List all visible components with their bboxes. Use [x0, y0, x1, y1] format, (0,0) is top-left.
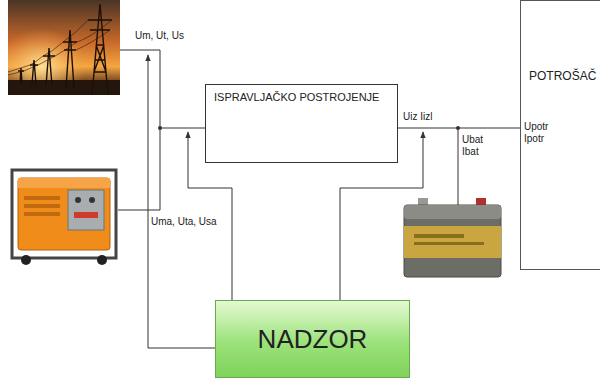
- illustration-part: [414, 234, 464, 238]
- illustration-part: [24, 204, 60, 208]
- illustration-part: [118, 50, 160, 210]
- illustration-part: [43, 48, 55, 86]
- illustration-part: [24, 212, 60, 216]
- signal-name: Um, Ut, Us: [135, 30, 184, 42]
- illustration-part: [18, 178, 110, 188]
- monitor-box: NADZOR: [215, 300, 410, 378]
- illustration-part: [18, 178, 110, 250]
- load-box: POTROŠAČ Upotr Ipotr: [520, 0, 600, 270]
- illustration-part: [30, 60, 38, 84]
- wire-connector: [398, 128, 520, 129]
- illustration-part: [8, 20, 88, 72]
- illustration-part: [404, 205, 501, 219]
- illustration-part: [8, 20, 112, 75]
- illustration-part: [8, 80, 120, 95]
- illustration-part: [160, 128, 205, 129]
- box-title: NADZOR: [258, 324, 368, 354]
- process-box: ISPRAVLJAČKO POSTROJENJE: [205, 84, 398, 163]
- box-title: ISPRAVLJAČKO POSTROJENJE: [214, 91, 379, 104]
- illustration-part: [18, 4, 112, 95]
- illustration-part: [21, 255, 31, 265]
- illustration-part: [8, 20, 112, 75]
- illustration-part: [24, 196, 60, 200]
- illustration-part: [8, 0, 120, 95]
- illustration-part: [12, 170, 116, 258]
- illustration-part: [75, 197, 81, 203]
- illustration-part: [68, 190, 104, 230]
- illustration-part: [18, 68, 24, 83]
- illustration-part: [458, 128, 459, 205]
- signal-name: Upotr Ipotr: [524, 121, 548, 145]
- signal-name: Uma, Uta, Usa: [151, 216, 217, 228]
- illustration-part: [158, 126, 162, 130]
- illustration-part: [89, 197, 95, 203]
- illustration-part: [404, 226, 501, 258]
- illustration-part: [8, 0, 120, 95]
- illustration-part: [74, 212, 98, 218]
- illustration-part: [414, 242, 484, 245]
- generator-photo: [12, 170, 116, 265]
- illustration-part: [63, 30, 77, 88]
- signal-name: Ubat Ibat: [462, 134, 483, 158]
- box-title: POTROŠAČ: [529, 69, 596, 83]
- battery-photo: [404, 198, 501, 277]
- illustration-part: [404, 205, 501, 277]
- illustration-part: [97, 255, 107, 265]
- illustration-part: [76, 30, 110, 50]
- signal-name: Uiz Iizl: [403, 111, 432, 123]
- illustration-part: [88, 4, 112, 95]
- power-line-photo: [8, 0, 120, 95]
